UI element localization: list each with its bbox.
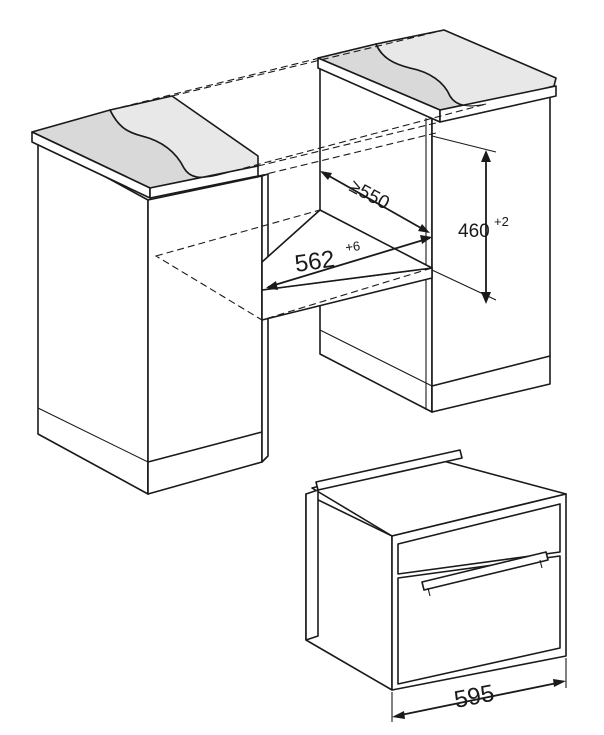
right-cabinet-plinth: [431, 355, 551, 413]
height-arrow-bottom: [481, 292, 491, 304]
depth-arrow-end: [418, 224, 430, 233]
oven-appliance: [305, 449, 567, 691]
height-arrow-top: [481, 150, 491, 162]
right-cabinet-plinth-line: [319, 329, 433, 387]
height-extension-top: [431, 135, 497, 153]
appliance-arrow-left: [392, 711, 405, 719]
countertop-dash-back-left: [109, 43, 377, 111]
width-dimension-line: [267, 237, 431, 288]
right-countertop-front-edge: [439, 85, 557, 123]
width-tolerance: +6: [344, 238, 361, 255]
dimension-niche-width: 562 +6: [266, 235, 432, 290]
countertop-dash-mid: [221, 103, 487, 175]
left-countertop-cut-curve: [109, 109, 223, 178]
left-cabinet: [31, 95, 269, 495]
appliance-width-label: 595: [452, 680, 496, 714]
continuous-countertop-outline: [109, 29, 487, 177]
depth-arrow-start: [320, 171, 332, 180]
countertop-dash-back-right: [171, 29, 445, 97]
countertop-dash-front-bottom: [257, 131, 441, 177]
height-label: 460: [458, 221, 490, 242]
countertop-dash-front-top: [257, 121, 441, 167]
niche-shelf: [154, 209, 434, 321]
oven-back-flange: [305, 489, 319, 641]
right-countertop-cut-curve: [375, 43, 487, 107]
oven-top-rail: [315, 449, 463, 491]
right-cabinet: [317, 29, 557, 413]
appliance-width-line: [395, 681, 563, 717]
width-arrow-start: [266, 281, 278, 290]
depth-dimension-line: [321, 171, 429, 233]
shelf-back-edge: [261, 209, 321, 263]
appliance-arrow-right: [553, 679, 566, 687]
oven-control-panel: [397, 503, 561, 575]
width-label: 562: [293, 246, 336, 278]
oven-handle[interactable]: [421, 551, 549, 591]
dimension-niche-height: 460 +2: [431, 135, 509, 304]
oven-handle-mount-left: [427, 587, 431, 597]
width-arrow-end: [420, 235, 432, 244]
left-cabinet-plinth-line: [37, 407, 149, 463]
height-tolerance: +2: [494, 214, 509, 229]
oven-handle-mount-right: [539, 559, 543, 569]
left-cabinet-front: [37, 139, 149, 495]
shelf-dashed-outline: [154, 209, 434, 321]
